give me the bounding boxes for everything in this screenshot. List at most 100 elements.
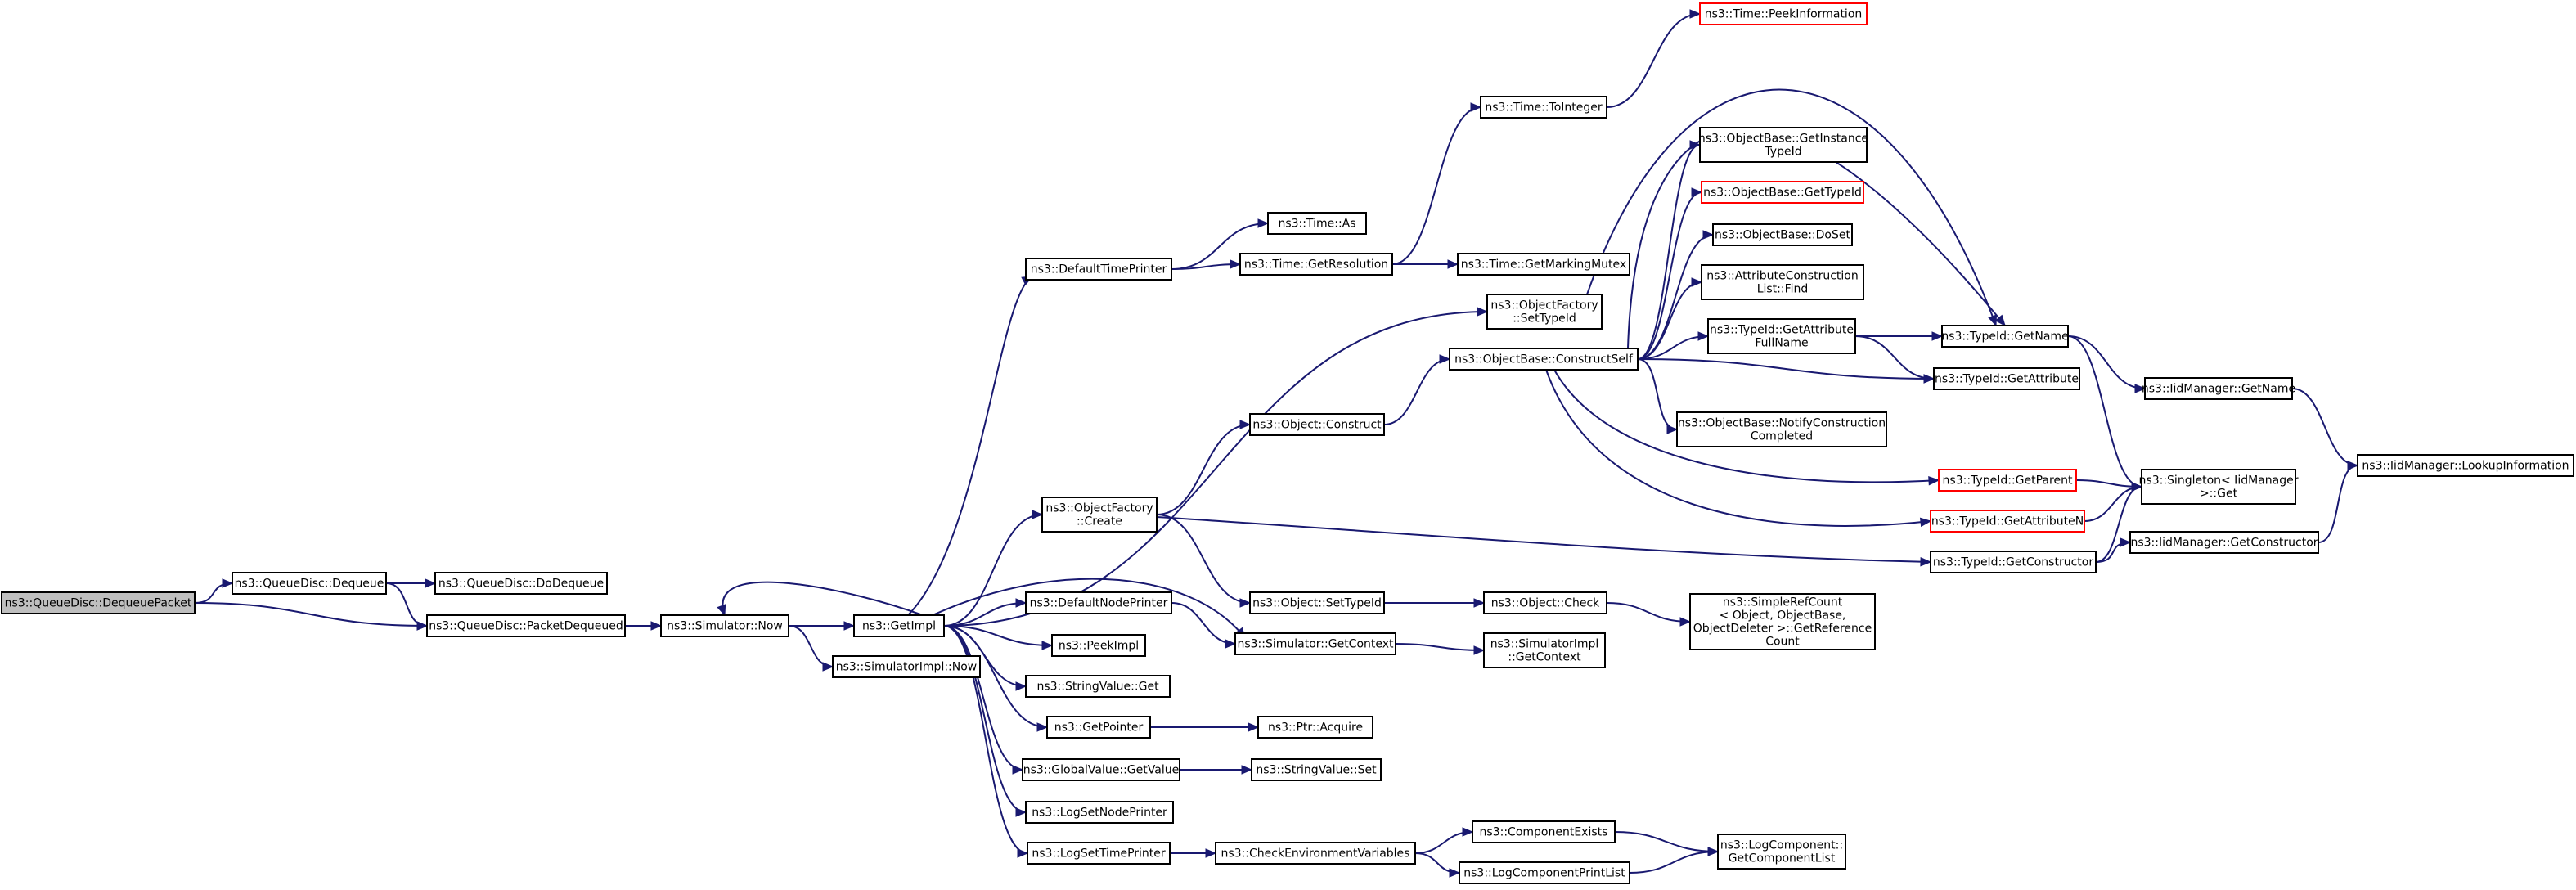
graph-node[interactable]: ns3::LogSetNodePrinter: [1025, 801, 1174, 824]
arrowhead: [717, 604, 726, 617]
node-label: ns3::LogComponent::: [1720, 838, 1843, 852]
graph-node[interactable]: ns3::GetImpl: [853, 614, 945, 637]
graph-node[interactable]: ns3::ObjectBase::ConstructSelf: [1449, 348, 1639, 371]
node-label: ns3::Object::Check: [1491, 596, 1600, 609]
graph-node[interactable]: ns3::CheckEnvironmentVariables: [1215, 842, 1416, 865]
node-box: [1717, 834, 1846, 870]
node-label: ns3::LogComponentPrintList: [1463, 866, 1625, 879]
node-label: ns3::CheckEnvironmentVariables: [1221, 847, 1410, 860]
node-label: ns3::QueueDisc::DoDequeue: [438, 577, 604, 590]
graph-node[interactable]: ns3::Time::GetResolution: [1239, 253, 1393, 276]
graph-node[interactable]: ns3::ComponentExists: [1472, 820, 1616, 843]
graph-node[interactable]: ns3::Time::As: [1267, 212, 1367, 235]
edge-n5-n14: [943, 625, 1027, 817]
graph-node[interactable]: ns3::SimpleRefCount< Object, ObjectBase,…: [1689, 593, 1876, 650]
graph-node[interactable]: ns3::ObjectBase::GetTypeId: [1701, 181, 1864, 204]
edge-n8-n18: [1156, 420, 1252, 515]
edge-line: [1156, 424, 1251, 515]
graph-node[interactable]: ns3::SimulatorImpl::GetContext: [1483, 632, 1606, 668]
graph-node[interactable]: ns3::LogComponentPrintList: [1459, 861, 1630, 884]
graph-node[interactable]: ns3::QueueDisc::DoDequeue: [434, 572, 608, 595]
graph-node[interactable]: ns3::PeekImpl: [1051, 634, 1146, 657]
node-label: ns3::Time::As: [1278, 217, 1355, 230]
node-label: ns3::GlobalValue::GetValue: [1023, 763, 1179, 776]
arrowhead: [1691, 187, 1703, 197]
graph-node[interactable]: ns3::Time::GetMarkingMutex: [1457, 253, 1630, 276]
node-label: ns3::Singleton< IidManager: [2139, 474, 2299, 487]
node-box: [1239, 253, 1393, 276]
node-box: [1701, 181, 1864, 204]
graph-node[interactable]: ns3::Simulator::Now: [660, 614, 789, 637]
graph-node[interactable]: ns3::IidManager::LookupInformation: [2357, 454, 2574, 477]
arrowhead: [1994, 314, 2006, 327]
node-label: List::Find: [1757, 282, 1809, 295]
node-box: [1941, 325, 2069, 348]
node-label: ns3::ObjectBase::GetInstance: [1698, 132, 1868, 145]
node-label: Count: [1765, 635, 1800, 648]
graph-node[interactable]: ns3::Object::Check: [1483, 591, 1607, 614]
node-label: ns3::PeekImpl: [1059, 639, 1139, 652]
graph-node[interactable]: ns3::Time::PeekInformation: [1699, 2, 1868, 25]
edge-line: [943, 625, 1028, 854]
graph-node[interactable]: ns3::Ptr::Acquire: [1257, 716, 1373, 739]
arrowhead: [1707, 847, 1720, 856]
edge-line: [1171, 222, 1269, 270]
graph-node[interactable]: ns3::QueueDisc::Dequeue: [232, 572, 387, 595]
graph-node[interactable]: ns3::ObjectFactory::SetTypeId: [1486, 294, 1603, 330]
graph-node[interactable]: ns3::ObjectBase::DoSet: [1712, 223, 1853, 246]
graph-node[interactable]: ns3::Object::Construct: [1249, 413, 1385, 436]
graph-node[interactable]: ns3::TypeId::GetParent: [1938, 469, 2077, 492]
node-box: [1689, 593, 1876, 650]
graph-node[interactable]: ns3::TypeId::GetConstructor: [1930, 551, 2097, 573]
graph-node[interactable]: ns3::SimulatorImpl::Now: [832, 655, 981, 678]
graph-node[interactable]: ns3::TypeId::GetAttributeN: [1930, 510, 2085, 533]
edge-line: [722, 581, 924, 616]
arrowhead: [1666, 425, 1679, 434]
graph-node[interactable]: ns3::ObjectFactory::Create: [1041, 497, 1158, 533]
graph-node[interactable]: ns3::QueueDisc::PacketDequeued: [426, 614, 626, 637]
node-label: ns3::Ptr::Acquire: [1268, 721, 1363, 734]
graph-node[interactable]: ns3::LogSetTimePrinter: [1027, 842, 1171, 865]
arrowhead: [1017, 848, 1029, 858]
graph-node[interactable]: ns3::DefaultNodePrinter: [1025, 591, 1172, 614]
arrowhead: [1015, 598, 1027, 608]
edge-n1-n2: [386, 578, 437, 588]
node-label: ns3::DefaultTimePrinter: [1031, 263, 1167, 276]
edge-n9-n20: [1171, 602, 1237, 649]
graph-node[interactable]: ns3::LogComponent::GetComponentList: [1717, 834, 1846, 870]
edge-n28-n39: [1606, 602, 1692, 627]
graph-node[interactable]: ns3::Simulator::GetContext: [1234, 632, 1396, 655]
edge-n3-n4: [624, 621, 663, 631]
graph-node[interactable]: ns3::IidManager::GetName: [2142, 377, 2295, 400]
graph-node[interactable]: ns3::StringValue::Get: [1025, 675, 1171, 698]
node-box: [1699, 2, 1868, 25]
graph-node[interactable]: ns3::GlobalValue::GetValue: [1022, 758, 1180, 781]
graph-node[interactable]: ns3::QueueDisc::DequeuePacket: [1, 591, 196, 614]
node-label: ns3::IidManager::LookupInformation: [2362, 459, 2569, 472]
graph-node[interactable]: ns3::TypeId::GetName: [1941, 325, 2069, 348]
graph-node[interactable]: ns3::ObjectBase::NotifyConstructionCompl…: [1676, 411, 1887, 447]
graph-node[interactable]: ns3::IidManager::GetConstructor: [2129, 531, 2319, 554]
edge-n5-n7: [907, 276, 1034, 616]
graph-node[interactable]: ns3::StringValue::Set: [1251, 758, 1382, 781]
edge-n12-n21: [1150, 722, 1260, 732]
node-box: [1930, 551, 2097, 573]
node-box: [1483, 591, 1607, 614]
graph-node[interactable]: ns3::Time::ToInteger: [1480, 96, 1607, 119]
graph-node[interactable]: ns3::Singleton< IidManager >::Get: [2139, 469, 2299, 505]
edge-line: [1637, 358, 1935, 380]
graph-node[interactable]: ns3::TypeId::GetAttribute: [1933, 367, 2080, 390]
edge-line: [1629, 851, 1719, 874]
edges-layer: [194, 9, 2359, 878]
node-label: ns3::GetImpl: [862, 619, 936, 632]
graph-node[interactable]: ns3::DefaultTimePrinter: [1025, 258, 1172, 281]
graph-node[interactable]: ns3::Object::SetTypeId: [1249, 591, 1385, 614]
graph-node[interactable]: ns3::GetPointer: [1046, 716, 1151, 739]
arrowhead: [222, 578, 234, 588]
node-box: [434, 572, 608, 595]
node-label: ns3::Object::SetTypeId: [1252, 596, 1382, 609]
arrowhead: [1928, 475, 1940, 486]
